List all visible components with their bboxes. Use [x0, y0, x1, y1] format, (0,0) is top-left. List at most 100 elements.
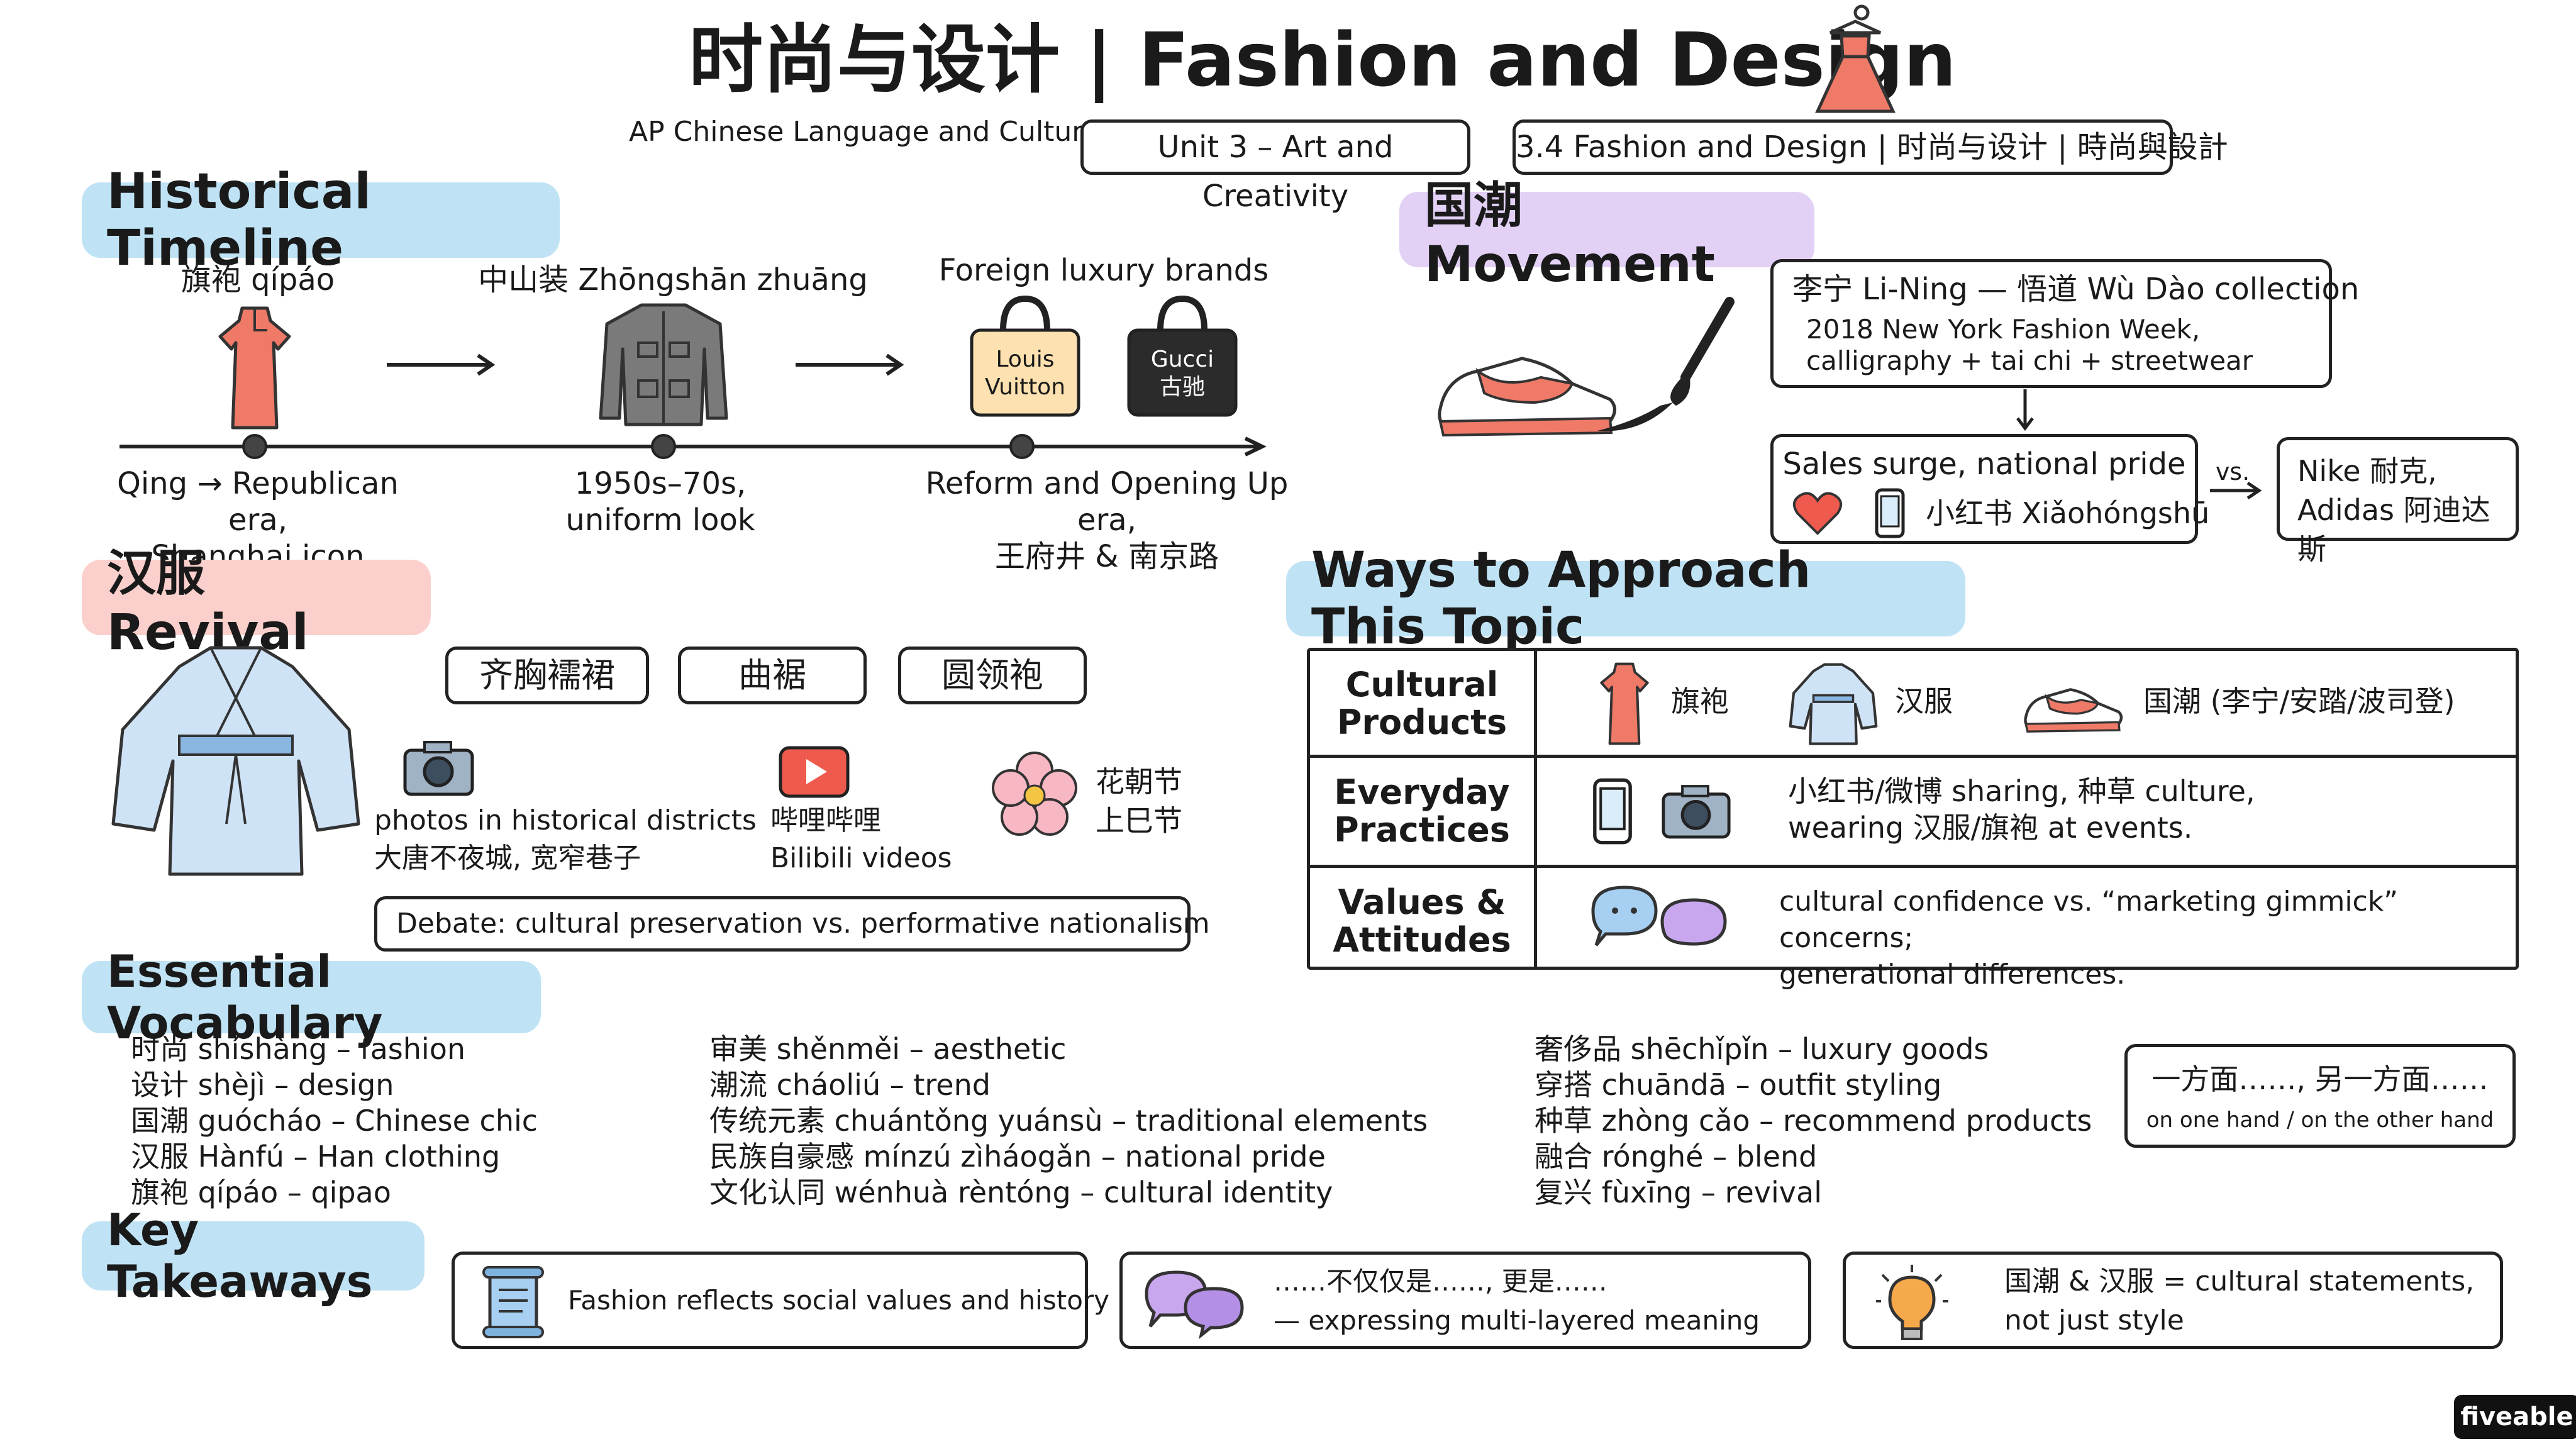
timeline-label-luxury: Foreign luxury brands [938, 253, 1269, 288]
takeaway-card-2: ……不仅仅是……, 更是…… — expressing multi-layere… [1119, 1252, 1811, 1349]
unit-badge: Unit 3 – Art and Creativity [1080, 119, 1470, 214]
lv-bag: Louis Vuitton [965, 292, 1085, 418]
hanfu-heading: 汉服 Revival [82, 545, 431, 661]
style-tag-yuanling: 圆领袍 [898, 647, 1087, 704]
vocab-item: 穿搭 chuāndā – outfit styling [1535, 1068, 1942, 1102]
phone-icon [1875, 488, 1905, 538]
hanfu-photos-text: photos in historical districts 大唐不夜城, 宽窄… [374, 804, 757, 874]
cherry-blossom-icon [992, 752, 1077, 836]
takeaways-heading: Key Takeaways [82, 1204, 425, 1307]
vocab-item: 复兴 fùxīng – revival [1535, 1175, 1822, 1209]
brand-logo: fiveable [2454, 1395, 2576, 1439]
sales-card: Sales surge, national pride 小红书 Xiǎohóng… [1770, 434, 2209, 544]
vocab-item: 种草 zhòng cǎo – recommend products [1535, 1104, 2092, 1138]
timeline-caption-reform: Reform and Opening Up era, 王府井 & 南京路 [925, 466, 1289, 574]
vocab-item: 潮流 cháoliú – trend [709, 1068, 991, 1102]
lining-title: 李宁 Li-Ning — 悟道 Wù Dào collection [1792, 272, 2360, 307]
speech-bubbles-icon [1145, 1270, 1244, 1340]
vocab-column-1: 时尚 shíshàng – fashion 设计 shèjì – design … [131, 1031, 538, 1211]
takeaway-text-2: ……不仅仅是……, 更是…… — expressing multi-layere… [1274, 1266, 1760, 1336]
vocab-item: 民族自豪感 mínzú zìháogǎn – national pride [709, 1140, 1326, 1174]
takeaway-text-1: Fashion reflects social values and histo… [568, 1285, 1110, 1316]
style-tag-qixiong: 齐胸襦裙 [445, 647, 649, 704]
timeline-axis [119, 434, 1267, 459]
style-tag-quju: 曲裾 [678, 647, 867, 704]
style-tag-label: 齐胸襦裙 [479, 655, 615, 695]
play-icon [779, 746, 850, 798]
vocab-item: 文化认同 wénhuà rèntóng – cultural identity [709, 1175, 1333, 1209]
right-arrow-icon [2210, 481, 2262, 500]
brand-logo-text: fiveable [2460, 1402, 2573, 1431]
cultural-item-guochao: 国潮 (李宁/安踏/波司登) [2143, 684, 2455, 718]
brush-icon [1597, 297, 1735, 431]
vocab-item: 传统元素 chuántǒng yuánsù – traditional elem… [709, 1104, 1428, 1138]
approach-heading: Ways to Approach This Topic [1286, 542, 1965, 655]
takeaway-card-3: 国潮 & 汉服 = cultural statements, not just … [1843, 1252, 2503, 1349]
row-header-values-attitudes: Values & Attitudes [1333, 882, 1511, 960]
dress-icon [1815, 4, 1896, 113]
style-tag-label: 曲裾 [738, 655, 806, 695]
vocab-column-2: 审美 shěnměi – aesthetic 潮流 cháoliú – tren… [709, 1031, 1428, 1211]
gucci-bag-label: Gucci 古驰 [1150, 347, 1214, 400]
cultural-item-hanfu: 汉服 [1895, 684, 1953, 718]
vocab-item: 旗袍 qípáo – qipao [131, 1175, 391, 1209]
lv-bag-label: Louis Vuitton [984, 347, 1066, 400]
guochao-heading: 国潮 Movement [1399, 177, 1814, 293]
vocab-item: 时尚 shíshàng – fashion [131, 1032, 466, 1066]
cultural-item-qipao: 旗袍 [1671, 684, 1729, 718]
lightbulb-icon [1876, 1265, 1948, 1340]
vocab-item: 奢侈品 shēchǐpǐn – luxury goods [1535, 1032, 1989, 1066]
vocab-item: 设计 shèjì – design [131, 1068, 394, 1102]
camera-icon [1662, 785, 1731, 839]
competitors-card: Nike 耐克, Adidas 阿迪达斯 [2277, 437, 2519, 566]
everyday-practices-text: 小红书/微博 sharing, 种草 culture, wearing 汉服/旗… [1788, 774, 2255, 845]
timeline-heading: Historical Timeline [82, 164, 560, 277]
down-arrow-icon [2016, 389, 2034, 431]
qipao-icon [1600, 662, 1649, 745]
handbag-icon [970, 295, 1080, 417]
vocab-heading: Essential Vocabulary [82, 946, 541, 1049]
debate-text: Debate: cultural preservation vs. perfor… [396, 908, 1210, 940]
qipao-icon [218, 306, 291, 430]
vocab-item: 审美 shěnměi – aesthetic [709, 1032, 1067, 1066]
sales-app: 小红书 Xiǎohóngshū [1926, 496, 2210, 530]
handbag-icon [1127, 295, 1238, 417]
lining-description: 2018 New York Fashion Week, calligraphy … [1806, 314, 2253, 376]
timeline-label-zhongshan: 中山装 Zhōngshān zhuāng [478, 262, 868, 297]
row-header-everyday-practices: Everyday Practices [1334, 772, 1510, 850]
heart-icon [1792, 492, 1843, 535]
sneaker-icon [2024, 688, 2123, 733]
lining-card: 李宁 Li-Ning — 悟道 Wù Dào collection 2018 N… [1770, 259, 2359, 388]
scroll-icon [482, 1266, 544, 1338]
phrase-box: 一方面……, 另一方面…… on one hand / on the other… [2124, 1044, 2516, 1148]
arrow-icon [796, 353, 904, 376]
hanfu-festivals-text: 花朝节 上巳节 [1096, 765, 1182, 838]
zhongshan-jacket-icon [599, 303, 728, 426]
phone-icon [1593, 778, 1632, 845]
sneaker-icon [1438, 357, 1616, 437]
style-tag-label: 圆领袍 [941, 655, 1043, 695]
gucci-bag: Gucci 古驰 [1123, 292, 1242, 418]
course-name: AP Chinese Language and Culture [629, 116, 1100, 148]
vocab-item: 融合 rónghé – blend [1535, 1140, 1818, 1174]
hanfu-robe-icon [111, 646, 360, 876]
phrase-english: on one hand / on the other hand [2146, 1108, 2494, 1133]
sales-title: Sales surge, national pride [1782, 447, 2186, 482]
page-title: 时尚与设计 | Fashion and Design [689, 16, 1957, 103]
hanfu-robe-icon [1789, 663, 1878, 745]
phrase-text: 一方面……, 另一方面…… [2151, 1062, 2489, 1096]
takeaway-text-3: 国潮 & 汉服 = cultural statements, not just … [2004, 1265, 2475, 1336]
vocab-item: 汉服 Hànfú – Han clothing [131, 1140, 501, 1174]
camera-icon [403, 741, 474, 796]
hanfu-bilibili-text: 哔哩哔哩 Bilibili videos [770, 804, 952, 874]
debate-box: Debate: cultural preservation vs. perfor… [374, 896, 1210, 952]
takeaway-card-1: Fashion reflects social values and histo… [452, 1252, 1109, 1349]
timeline-caption-1950s: 1950s–70s, uniform look [565, 466, 755, 538]
unit-label: Unit 3 – Art and Creativity [1157, 130, 1394, 214]
row-header-cultural-products: Cultural Products [1336, 665, 1507, 742]
timeline-label-qipao: 旗袍 qípáo [180, 262, 335, 297]
approach-table: Cultural Products Everyday Practices Val… [1307, 648, 2519, 991]
vs-label: vs. [2215, 458, 2250, 486]
lesson-badge: 3.4 Fashion and Design | 时尚与设计 | 時尚與設計 [1513, 119, 2228, 175]
arrow-icon [387, 353, 496, 376]
